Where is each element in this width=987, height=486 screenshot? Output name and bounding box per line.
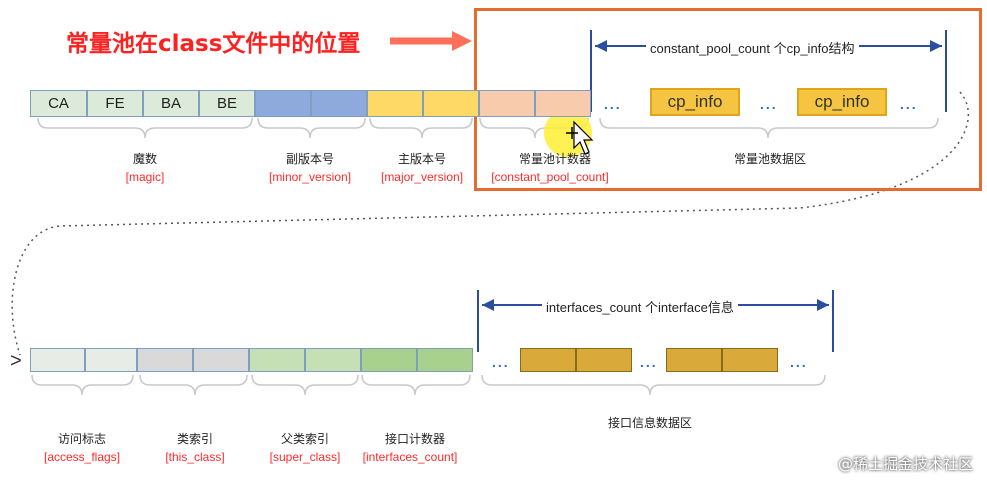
magic-byte-fe: FE [87, 90, 143, 117]
connector-arrow-glyph: > [10, 350, 22, 372]
row2-span-arrow-right [817, 299, 829, 311]
cp-dots-right: ... [900, 96, 918, 112]
label-this-class-cn: 类索引 [176, 432, 213, 446]
label-cp-data-area: 常量池数据区 [733, 152, 806, 166]
this-class-byte-2 [193, 348, 249, 372]
label-minor-en: [minor_version] [268, 170, 352, 184]
access-flags-byte-2 [85, 348, 137, 372]
cp-count-byte-1 [479, 90, 535, 117]
interface-item-1-byte-1 [520, 348, 576, 372]
interface-dots-left: ... [492, 354, 510, 370]
cursor-pointer [573, 120, 594, 155]
cp-count-byte-2 [535, 90, 591, 117]
brace-access [31, 374, 134, 396]
magic-byte-be: BE [199, 90, 255, 117]
brace-minor [257, 117, 366, 139]
watermark: @稀土掘金技术社区 [837, 455, 973, 473]
super-class-byte-1 [249, 348, 305, 372]
super-class-byte-2 [305, 348, 361, 372]
row1-span-arrow-right [930, 40, 942, 52]
label-this-class-en: [this_class] [165, 450, 225, 464]
cp-info-box-1: cp_info [650, 88, 740, 116]
label-major-cn: 主版本号 [397, 152, 446, 166]
label-interface-data-area: 接口信息数据区 [607, 416, 692, 430]
row2-span-arrow-left [482, 299, 494, 311]
title-arrow-head [452, 31, 472, 51]
brace-major [369, 117, 473, 139]
interface-item-2-byte-2 [722, 348, 778, 372]
cp-dots-left: ... [604, 96, 622, 112]
brace-interfaces-count [361, 374, 471, 396]
interface-dots-middle: ... [640, 354, 658, 370]
cp-span-label: constant_pool_count 个cp_info结构 [646, 38, 859, 57]
label-magic-cn: 魔数 [132, 152, 157, 166]
label-interfaces-count-en: [interfaces_count] [362, 450, 458, 464]
interfaces-span-label: interfaces_count 个interface信息 [542, 297, 738, 316]
diagram-title: 常量池在class文件中的位置 [66, 31, 361, 57]
label-super-class-en: [super_class] [269, 450, 341, 464]
interface-item-2-byte-1 [666, 348, 722, 372]
label-major-en: [major_version] [380, 170, 464, 184]
interface-item-1-byte-2 [576, 348, 632, 372]
label-cp-count-cn: 常量池计数器 [518, 152, 591, 166]
brace-magic [37, 117, 253, 139]
brace-cp-data [599, 117, 939, 139]
interfaces-count-byte-2 [417, 348, 473, 372]
magic-byte-ca: CA [30, 90, 87, 117]
row1-span-arrow-left [595, 40, 607, 52]
cp-dots-middle: ... [760, 96, 778, 112]
interface-dots-right: ... [790, 354, 808, 370]
label-access-cn: 访问标志 [57, 432, 106, 446]
magic-byte-ba: BA [143, 90, 199, 117]
label-cp-count-en: [constant_pool_count] [491, 170, 609, 184]
minor-version-byte-1 [255, 90, 311, 117]
brace-this-class [139, 374, 248, 396]
access-flags-byte-1 [30, 348, 85, 372]
cp-info-box-2: cp_info [797, 88, 887, 116]
major-version-byte-1 [367, 90, 423, 117]
label-interfaces-count-cn: 接口计数器 [384, 432, 445, 446]
label-minor-cn: 副版本号 [285, 152, 334, 166]
brace-interface-data [481, 374, 826, 396]
this-class-byte-1 [137, 348, 193, 372]
interfaces-count-byte-1 [361, 348, 417, 372]
label-magic-en: [magic] [125, 170, 165, 184]
label-super-class-cn: 父类索引 [280, 432, 329, 446]
minor-version-byte-2 [311, 90, 367, 117]
major-version-byte-2 [423, 90, 479, 117]
label-access-en: [access_flags] [43, 450, 121, 464]
brace-super-class [251, 374, 359, 396]
cursor-move [566, 127, 578, 139]
